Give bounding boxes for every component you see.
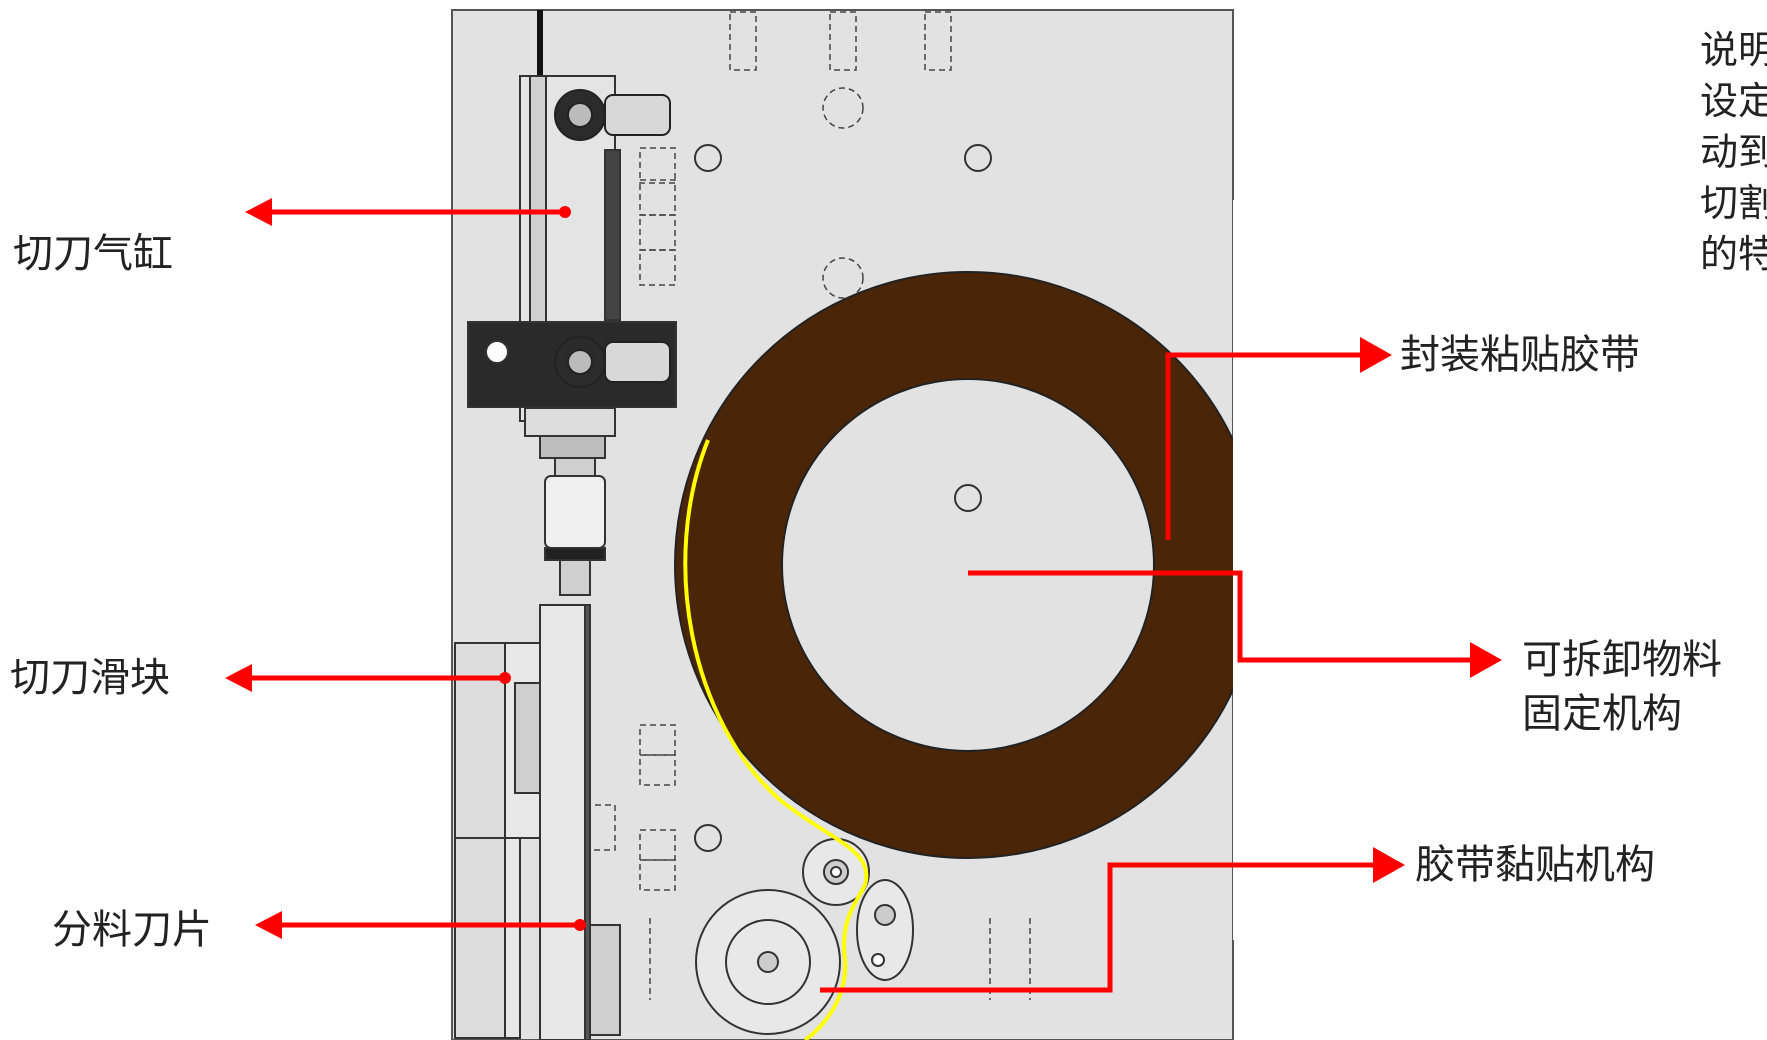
note-text: 说明 设定 动到 切割 的特 [1700, 25, 1767, 280]
note-line: 切割 [1700, 181, 1767, 225]
note-line: 动到 [1700, 130, 1767, 174]
label-cutter-slider: 切刀滑块 [10, 655, 170, 701]
air-fittings [554, 89, 671, 388]
tape-roll [674, 200, 1313, 940]
label-tape: 封装粘贴胶带 [1400, 332, 1640, 378]
leader-dots [499, 206, 586, 931]
note-line: 的特 [1700, 232, 1767, 276]
note-line: 说明 [1700, 28, 1767, 72]
label-taping-mechanism: 胶带黏贴机构 [1415, 842, 1655, 888]
note-line: 设定 [1700, 79, 1767, 123]
leader-lines [245, 209, 1475, 993]
label-fixture-line1: 可拆卸物料 [1522, 637, 1722, 683]
label-blade: 分料刀片 [52, 907, 212, 953]
tape-path [683, 439, 869, 1040]
arrowheads [225, 198, 1502, 939]
label-cutter-cylinder: 切刀气缸 [13, 231, 173, 277]
label-fixture-line2: 固定机构 [1522, 691, 1682, 737]
taping-rollers [589, 838, 914, 1036]
